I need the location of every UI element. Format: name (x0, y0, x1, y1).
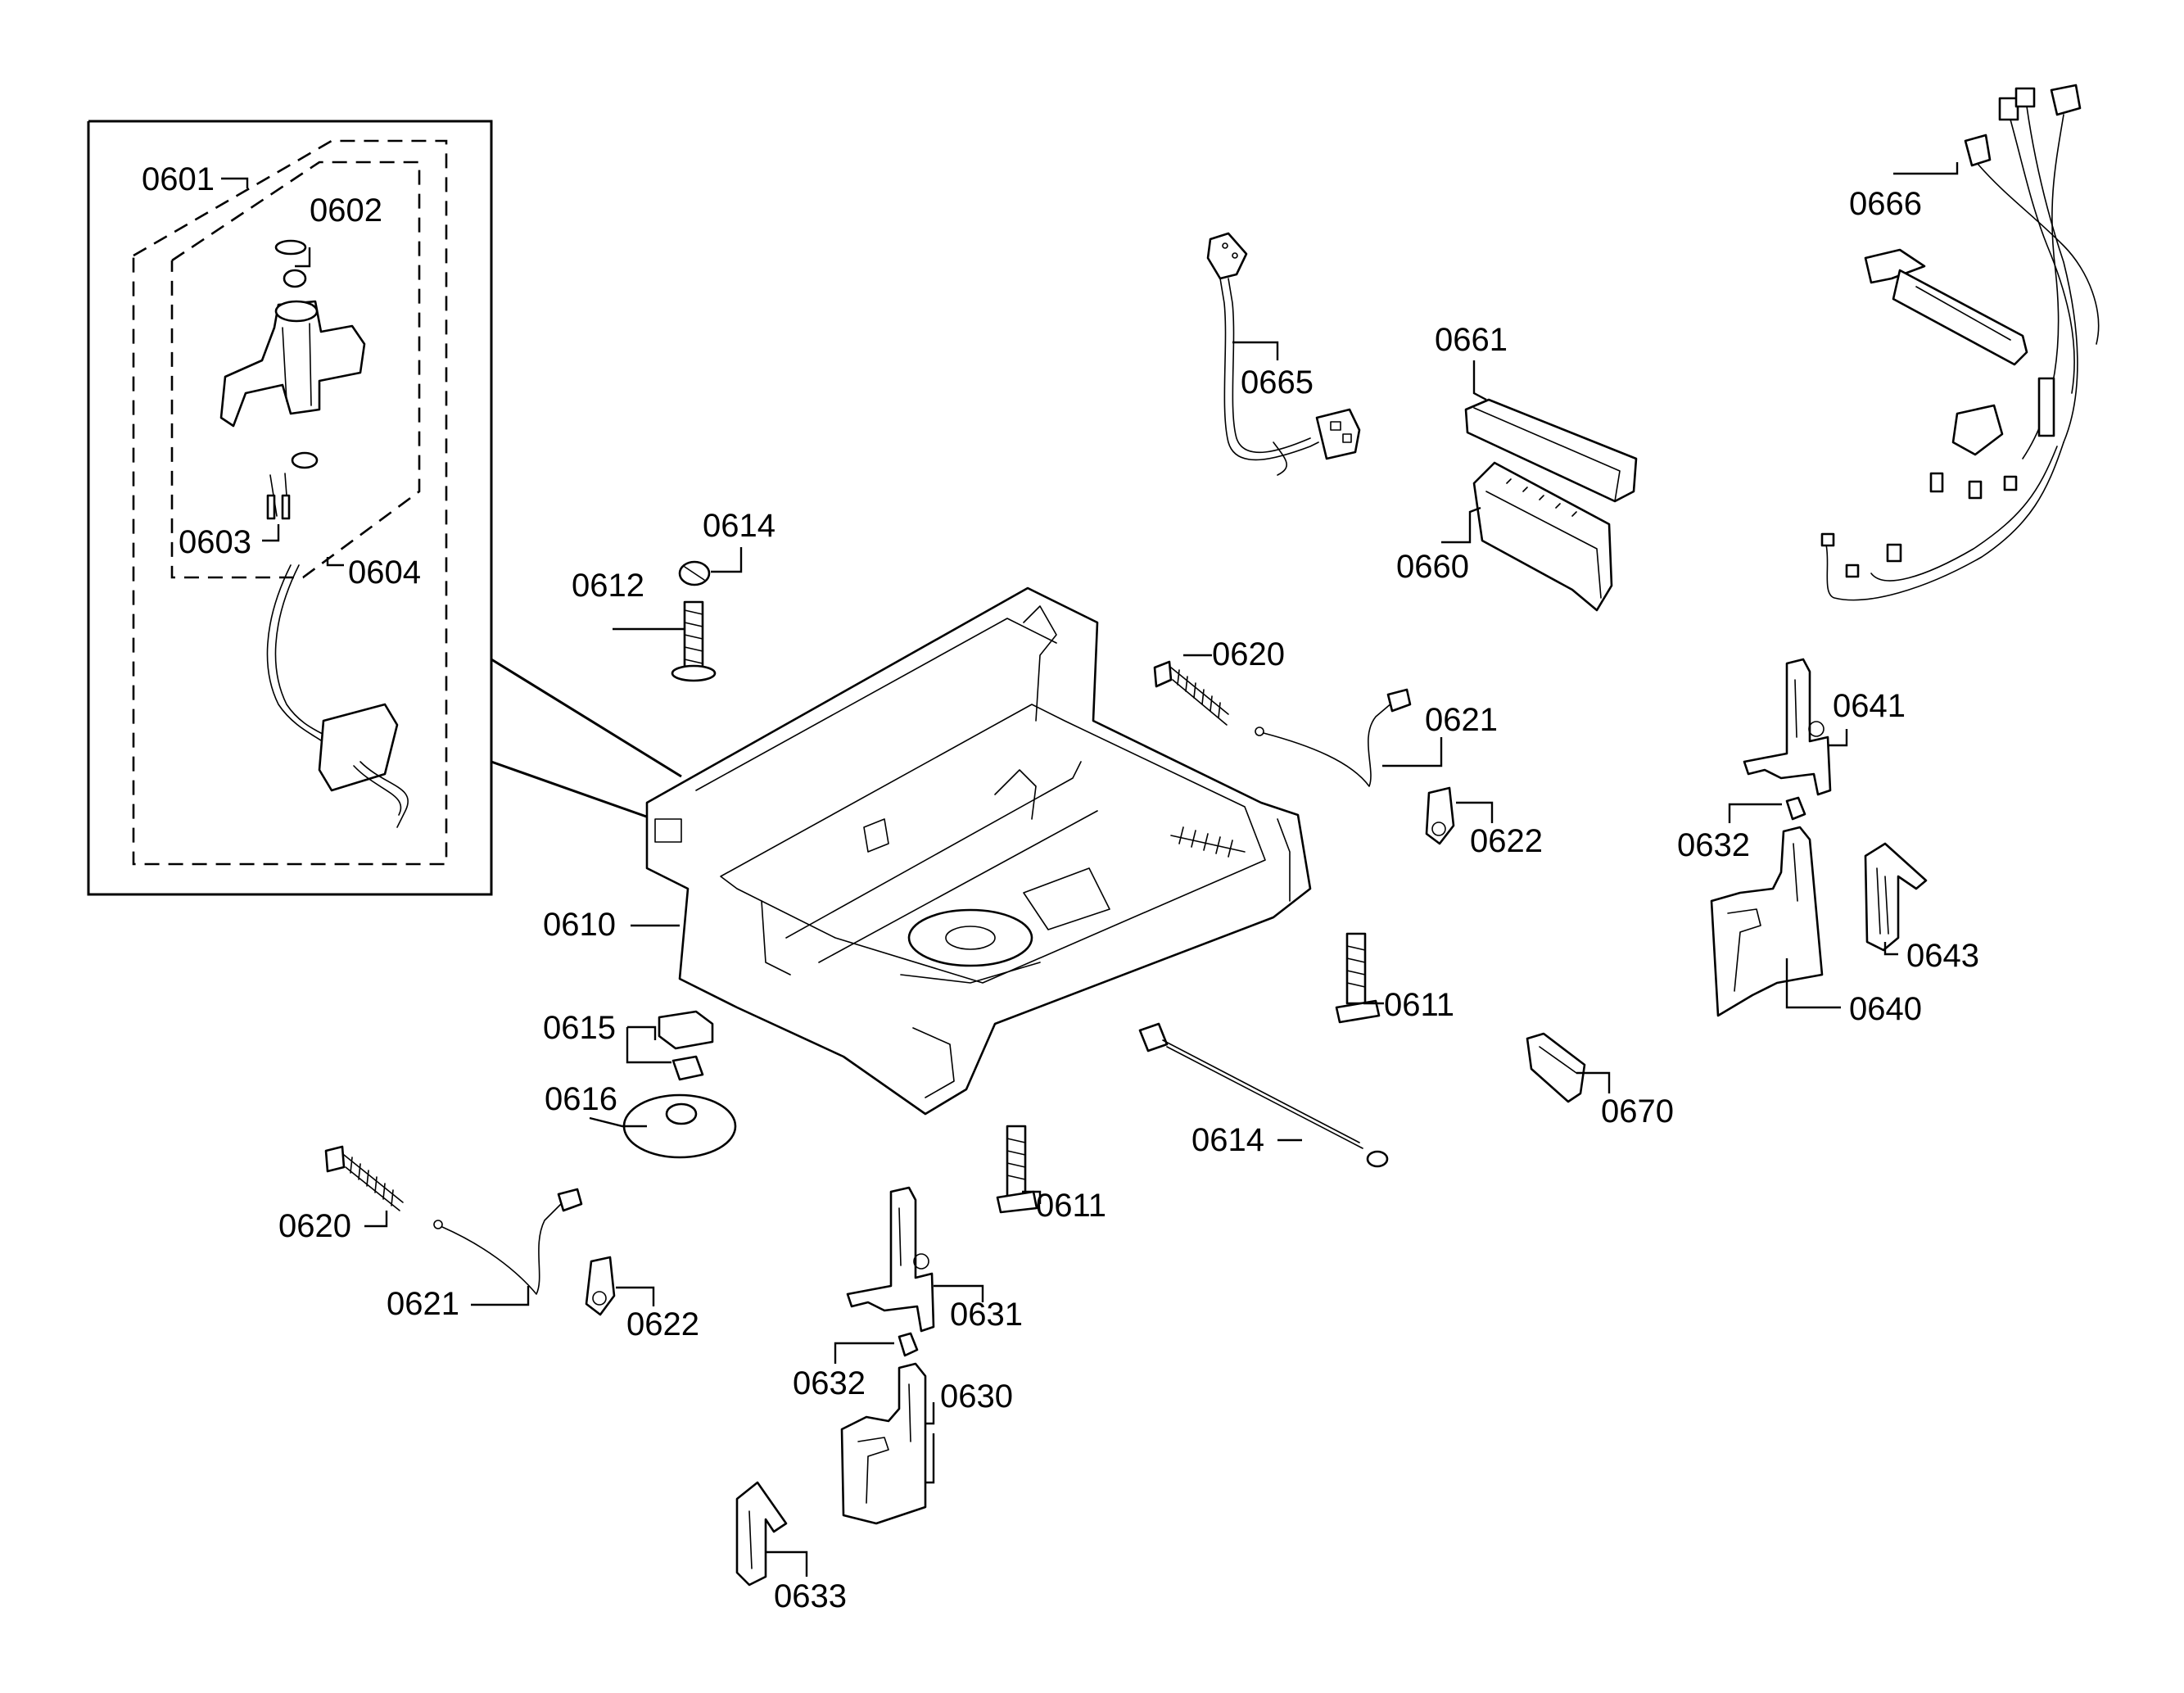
label-0633: 0633 (774, 1578, 847, 1614)
label-0622-left: 0622 (626, 1306, 699, 1342)
label-0610: 0610 (543, 907, 616, 943)
label-0665: 0665 (1241, 364, 1314, 401)
label-0620-top: 0620 (1212, 636, 1285, 672)
clip-right-part (1785, 796, 1806, 821)
power-cord-part (1206, 232, 1361, 476)
label-0632-right: 0632 (1677, 827, 1750, 863)
hinge-left-upper-part (846, 1186, 935, 1333)
label-0621-top: 0621 (1425, 702, 1498, 738)
label-0615: 0615 (543, 1010, 616, 1046)
label-0631: 0631 (950, 1297, 1023, 1333)
label-0622-top: 0622 (1470, 823, 1543, 859)
wiring-harness-part (1820, 84, 2100, 601)
label-0640: 0640 (1849, 991, 1922, 1027)
label-0620-left: 0620 (278, 1208, 351, 1244)
leveling-screw-part (671, 560, 717, 682)
label-0632-left: 0632 (793, 1365, 866, 1401)
label-0666: 0666 (1849, 186, 1922, 222)
hinge-cover-left-part (735, 1481, 788, 1587)
door-cable-right-part (1255, 688, 1412, 787)
label-0614-top: 0614 (703, 508, 775, 544)
sensor-part (1526, 1032, 1586, 1103)
label-0643: 0643 (1906, 938, 1979, 974)
label-0614-rod: 0614 (1191, 1122, 1264, 1158)
label-0621-left: 0621 (387, 1286, 459, 1322)
control-panel-part (1472, 461, 1613, 612)
base-tub-part (645, 586, 1312, 1116)
top-cover-strip-part (1464, 398, 1638, 503)
label-0612: 0612 (572, 568, 644, 604)
label-0601: 0601 (142, 161, 215, 197)
door-cable-left-part (433, 1188, 583, 1295)
hinge-right-upper-part (1743, 658, 1832, 796)
label-0660: 0660 (1396, 549, 1469, 585)
label-0661: 0661 (1435, 322, 1508, 358)
label-0670: 0670 (1601, 1093, 1674, 1129)
foot-screw-bottom-part (996, 1125, 1038, 1214)
cable-pulley-right-part (1425, 786, 1455, 845)
label-0611-right: 0611 (1384, 987, 1454, 1023)
label-0611-bottom: 0611 (1036, 1188, 1106, 1224)
label-0630: 0630 (940, 1378, 1013, 1415)
hinge-right-lower-part (1710, 826, 1824, 1017)
drain-pump-part (219, 239, 409, 828)
cover-clip-part (658, 1010, 714, 1081)
door-spring-left-part (324, 1145, 404, 1211)
label-0641: 0641 (1833, 688, 1906, 724)
label-0603: 0603 (179, 524, 251, 560)
label-0616: 0616 (545, 1081, 617, 1117)
foot-screw-right-part (1335, 932, 1381, 1024)
detail-inset-drain-pump: 0601 0602 0603 0604 (87, 120, 682, 896)
clip-left-part (898, 1332, 919, 1357)
label-0602: 0602 (310, 192, 382, 229)
hinge-cover-right-part (1864, 842, 1928, 952)
door-spring-right-part (1153, 660, 1229, 726)
cable-pulley-left-part (585, 1256, 616, 1316)
label-0604: 0604 (348, 555, 421, 591)
long-rod-part (1138, 1022, 1389, 1168)
hinge-left-lower-part (840, 1362, 927, 1525)
